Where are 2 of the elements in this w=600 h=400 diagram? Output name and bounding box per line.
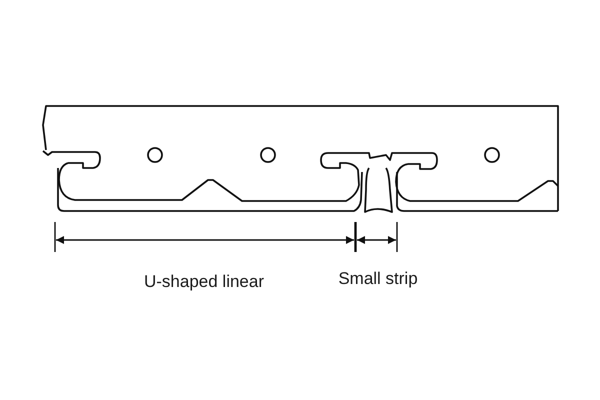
dimension-label: U-shaped linear	[144, 272, 264, 292]
dimension-label: Small strip	[338, 269, 418, 289]
